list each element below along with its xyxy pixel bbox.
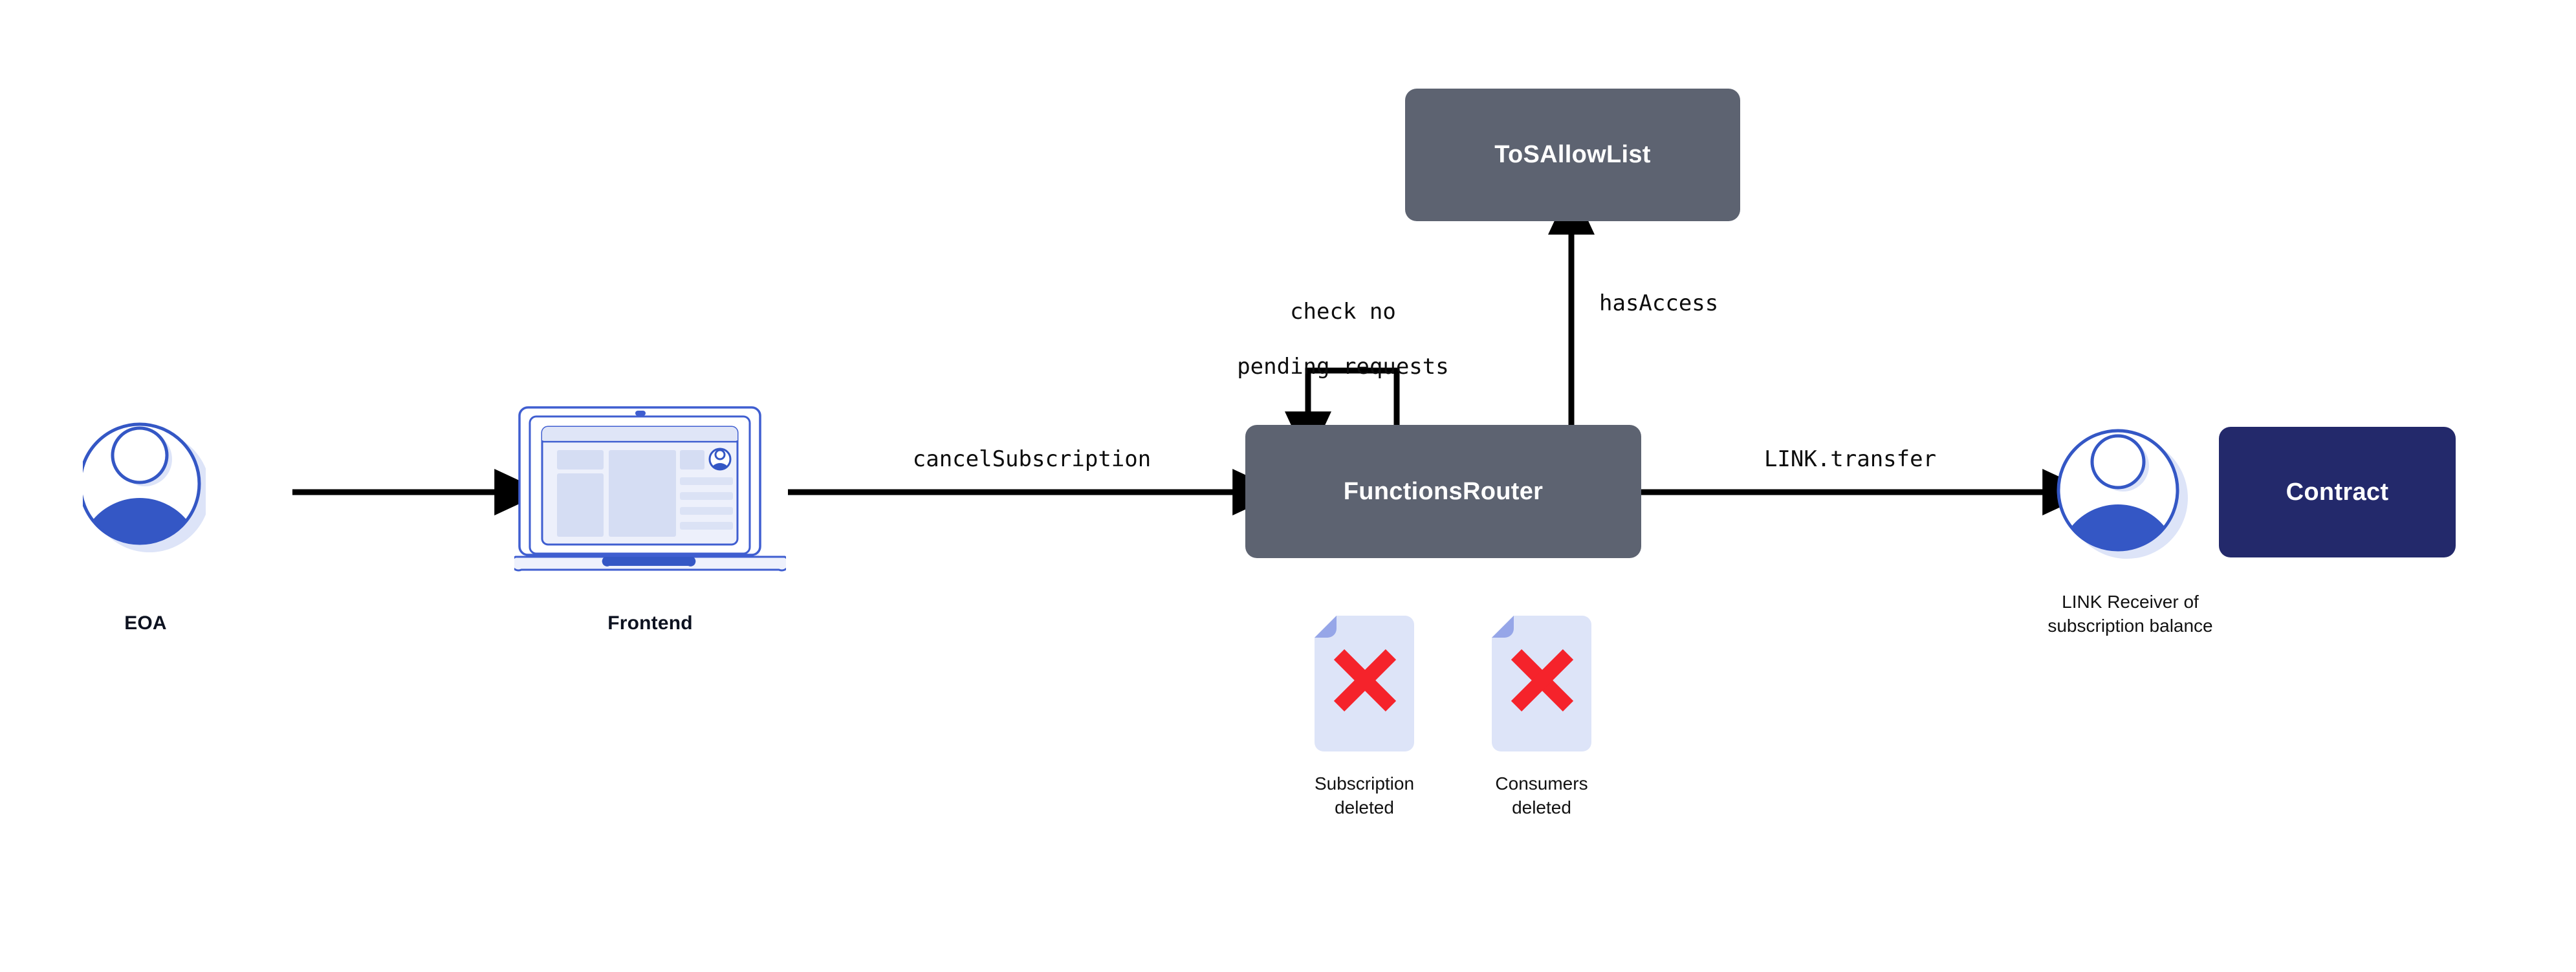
- artifact-1-line1: Consumers: [1495, 773, 1588, 794]
- node-frontend-label: Frontend: [607, 612, 693, 634]
- link-receiver-line1: LINK Receiver of: [2062, 592, 2199, 612]
- node-tosallowlist[interactable]: ToSAllowList: [1405, 89, 1740, 221]
- artifact-0-line2: deleted: [1335, 797, 1394, 818]
- node-tosallowlist-label: ToSAllowList: [1494, 141, 1651, 168]
- artifact-1-line2: deleted: [1512, 797, 1571, 818]
- node-functionsrouter[interactable]: FunctionsRouter: [1245, 425, 1641, 558]
- edge-label-check-no-pending-requests: check no pending requests: [1164, 270, 1468, 409]
- node-contract-label: Contract: [2286, 478, 2389, 506]
- artifact-subscription-deleted-label: Subscription deleted: [1238, 772, 1490, 819]
- edge-label-link-transfer: LINK.transfer: [1763, 446, 1937, 472]
- user-avatar-icon: [2057, 429, 2188, 559]
- node-eoa[interactable]: [78, 407, 210, 569]
- artifact-0-line1: Subscription: [1314, 773, 1415, 794]
- document-deleted-icon: [1315, 616, 1414, 751]
- node-link-receiver[interactable]: [2056, 419, 2192, 568]
- artifact-consumers-deleted-label: Consumers deleted: [1415, 772, 1668, 819]
- node-eoa-label: EOA: [124, 612, 167, 634]
- node-link-receiver-label: LINK Receiver of subscription balance: [1991, 590, 2269, 638]
- check-no-line2: pending requests: [1237, 354, 1449, 380]
- edge-label-cancel-subscription: cancelSubscription: [912, 446, 1152, 472]
- edge-label-has-access: hasAccess: [1599, 290, 1719, 316]
- node-frontend[interactable]: [510, 400, 790, 587]
- link-receiver-line2: subscription balance: [2047, 616, 2213, 636]
- artifact-consumers-deleted: [1485, 616, 1598, 751]
- artifact-subscription-deleted: [1308, 616, 1421, 751]
- node-contract[interactable]: Contract: [2219, 427, 2456, 557]
- document-deleted-icon: [1492, 616, 1591, 751]
- laptop-icon: [510, 406, 790, 572]
- user-avatar-icon: [78, 422, 210, 552]
- check-no-line1: check no: [1290, 298, 1396, 325]
- node-functionsrouter-label: FunctionsRouter: [1343, 477, 1544, 505]
